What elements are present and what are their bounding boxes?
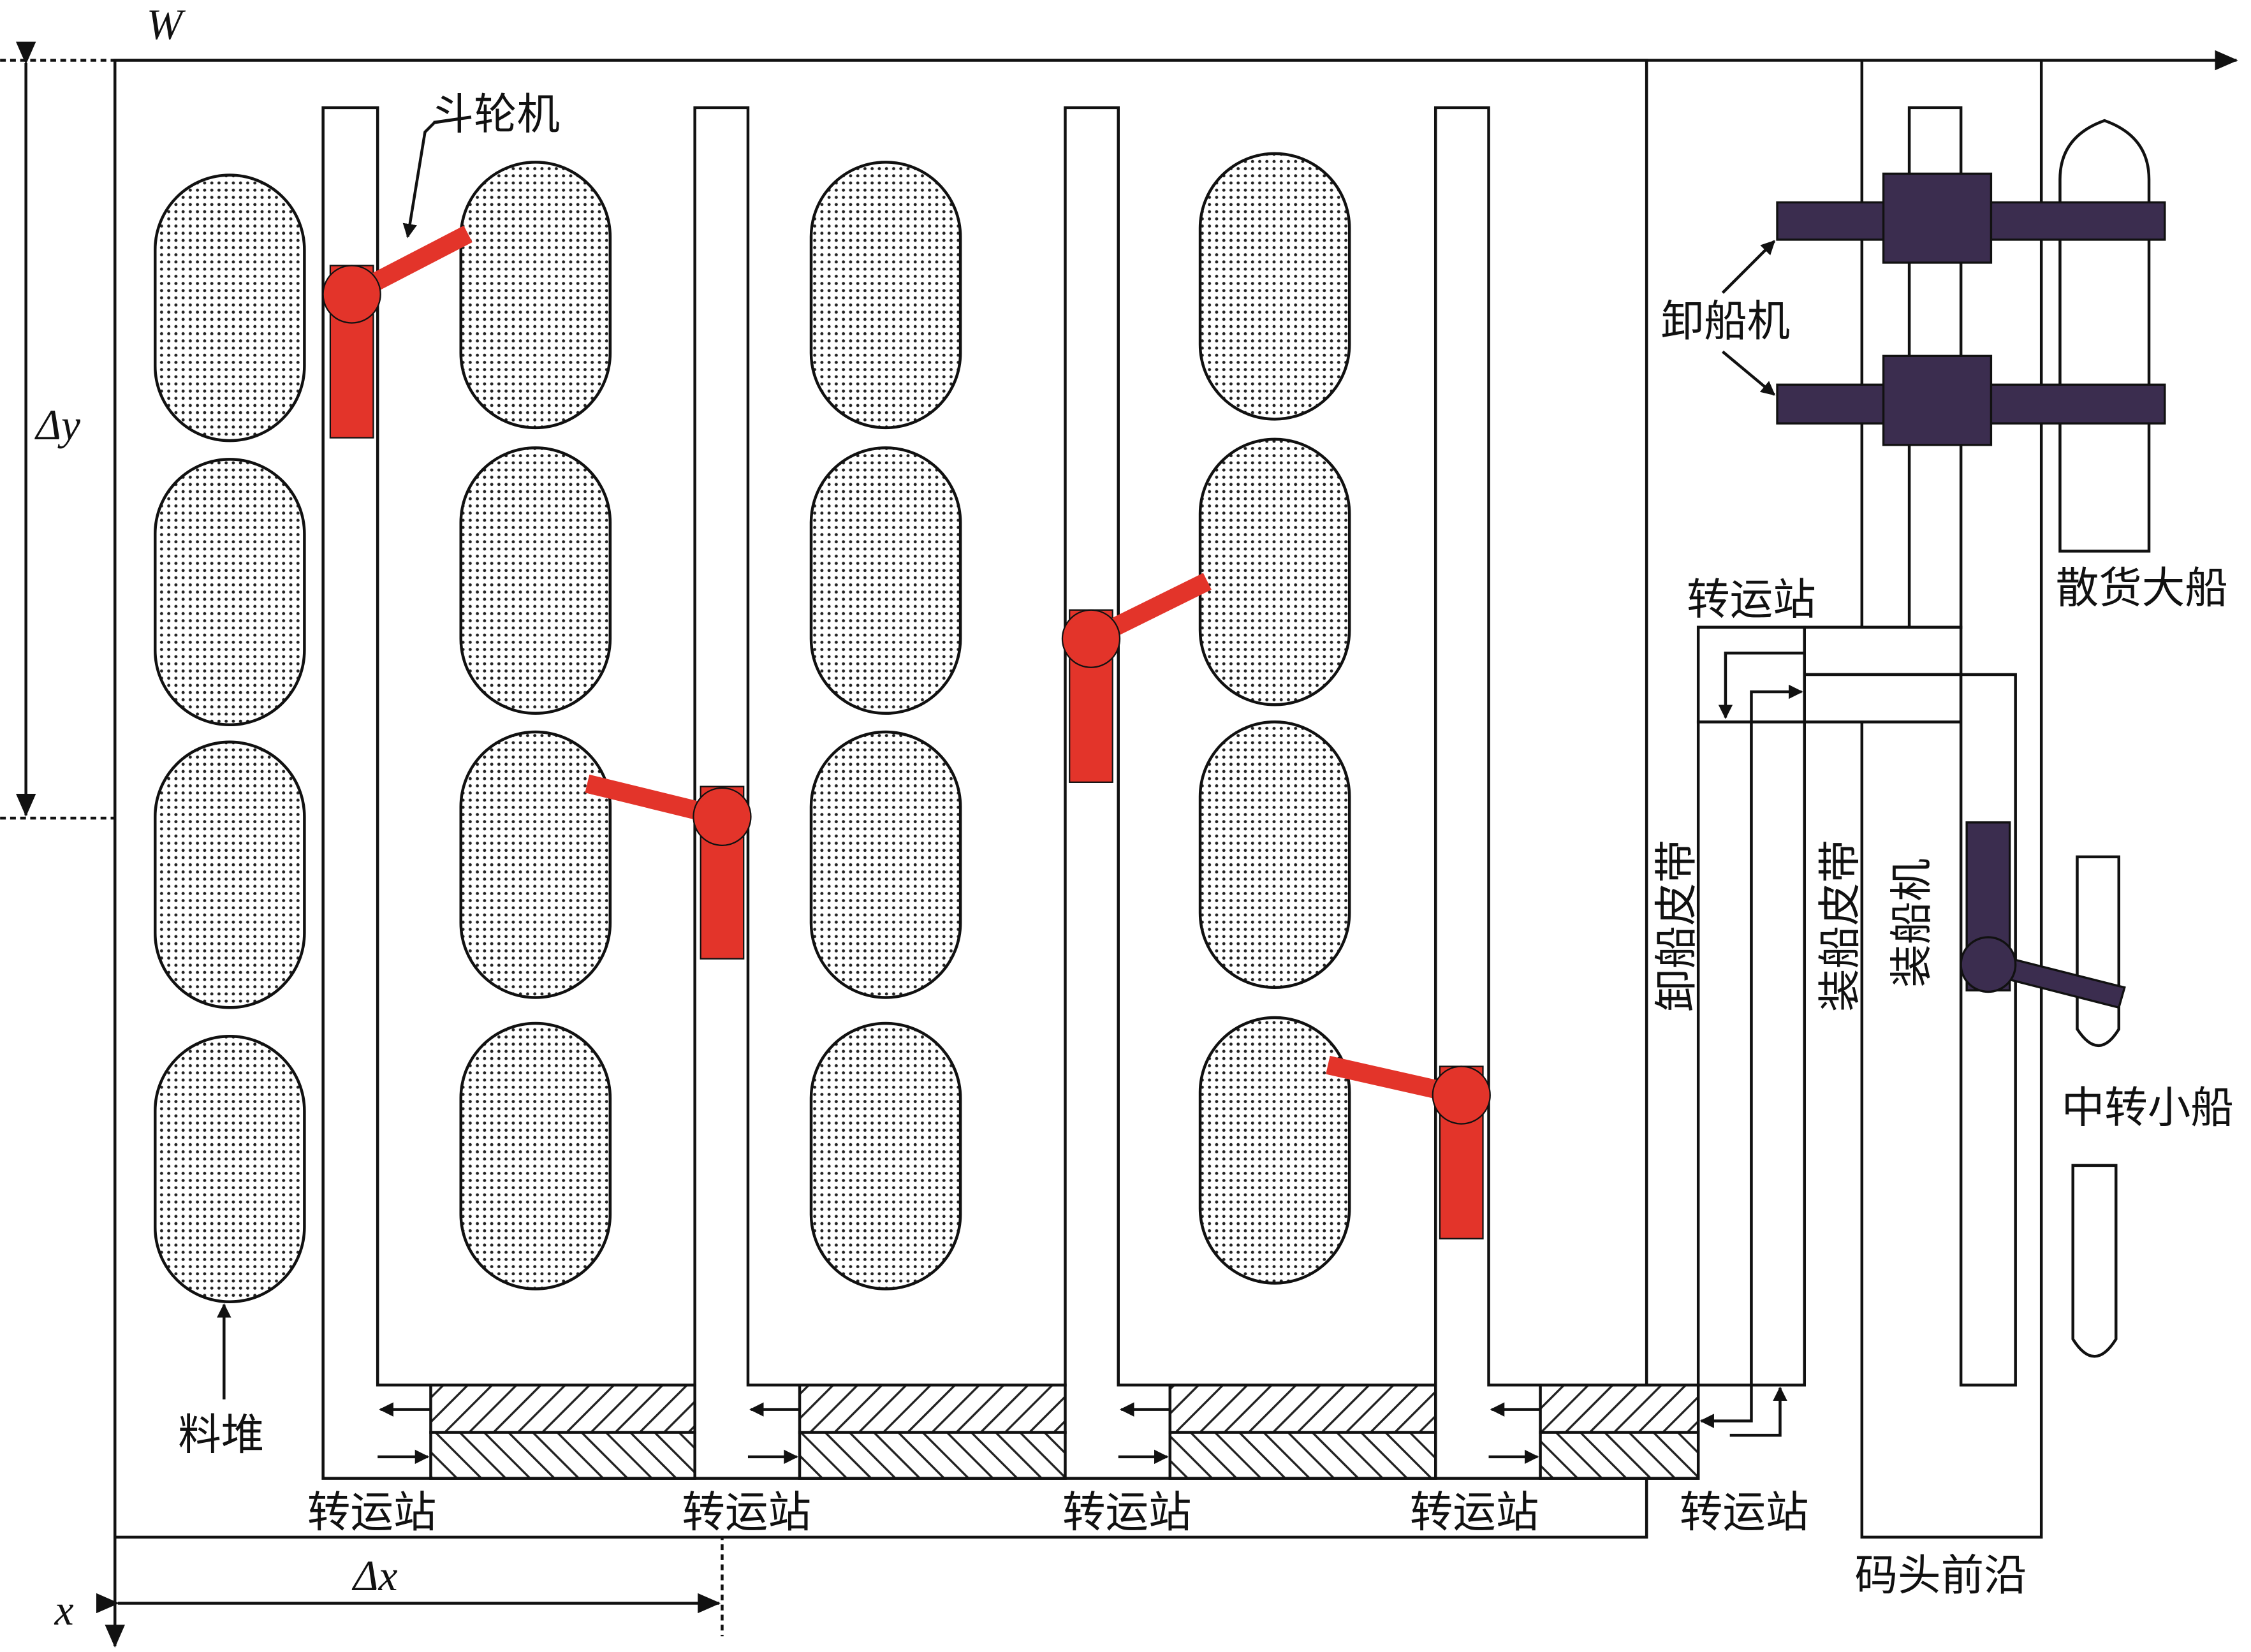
small-ship-1 [2076, 855, 2121, 1047]
bucket-wheel-reclaimer [1061, 573, 1212, 783]
belt-segment [1168, 1384, 1437, 1434]
dy-label: Δy [34, 401, 80, 449]
transfer-station-label: 转运站 [1410, 1487, 1539, 1537]
quay-front [1860, 60, 2043, 1539]
small-ship-label: 中转小船 [2062, 1082, 2234, 1132]
w-axis-label: W [147, 1, 186, 48]
belt-segment [1539, 1431, 1700, 1480]
stockpile [459, 1021, 612, 1290]
loading-belt [1750, 720, 1807, 1387]
bucket-wheel-reclaimers [322, 225, 1491, 1239]
stockpile-label: 料堆 [178, 1410, 264, 1460]
transfer-station-label: 转运站 [1062, 1487, 1192, 1537]
ship-loader-label: 装船机 [1886, 858, 1937, 988]
loading-belt-label: 装船皮带 [1815, 840, 1865, 1012]
belt-segment [1539, 1384, 1700, 1434]
reclaimer-label: 斗轮机 [430, 89, 560, 140]
stockpile [809, 1021, 962, 1290]
dx-label: Δx [351, 1552, 398, 1600]
stockpile [459, 446, 612, 715]
stockpile [154, 1035, 306, 1303]
callout-arrows [217, 121, 1776, 1400]
bucket-wheel-reclaimer [1326, 1056, 1491, 1239]
stockpile [1198, 152, 1351, 421]
bucket-wheel-reclaimer [322, 225, 473, 439]
bulk-ship-label: 散货大船 [2056, 562, 2228, 613]
stockpile [809, 446, 962, 715]
belt-segment [798, 1431, 1067, 1480]
unloading-belt-label: 卸船皮带 [1651, 840, 1701, 1012]
stockpiles [154, 152, 1351, 1303]
loader-rail [1959, 673, 2017, 1387]
unloader-label: 卸船机 [1661, 296, 1791, 346]
transfer-station-top-label: 转运站 [1687, 574, 1816, 624]
stockpile [154, 458, 306, 727]
stockpile [154, 173, 306, 442]
bucket-wheel-reclaimer [585, 774, 752, 960]
transfer-station-label: 转运站 [307, 1487, 437, 1537]
transfer-station-label: 转运站 [1680, 1487, 1809, 1537]
stockpile [1198, 720, 1351, 989]
belt-segment [798, 1384, 1067, 1434]
bulk-ship [2058, 119, 2151, 553]
small-ship-2 [2071, 1164, 2118, 1358]
ship-unloaders [1776, 172, 2166, 446]
stockpile [154, 740, 306, 1009]
belt-segment [429, 1431, 696, 1480]
quay-front-label: 码头前沿 [1855, 1550, 2027, 1600]
ship-loader [1960, 821, 2126, 1009]
unloading-belt [1696, 720, 1753, 1387]
stockpile [459, 730, 612, 999]
stockpile [809, 730, 962, 999]
transfer-station-label: 转运站 [682, 1487, 811, 1537]
belt-segment [1168, 1431, 1437, 1480]
stockpile [809, 161, 962, 430]
x-axis-label: x [54, 1586, 74, 1634]
stockpile [1198, 437, 1351, 706]
stockpile [459, 161, 612, 430]
stockpile [1198, 1016, 1351, 1285]
belt-segment [429, 1384, 696, 1434]
